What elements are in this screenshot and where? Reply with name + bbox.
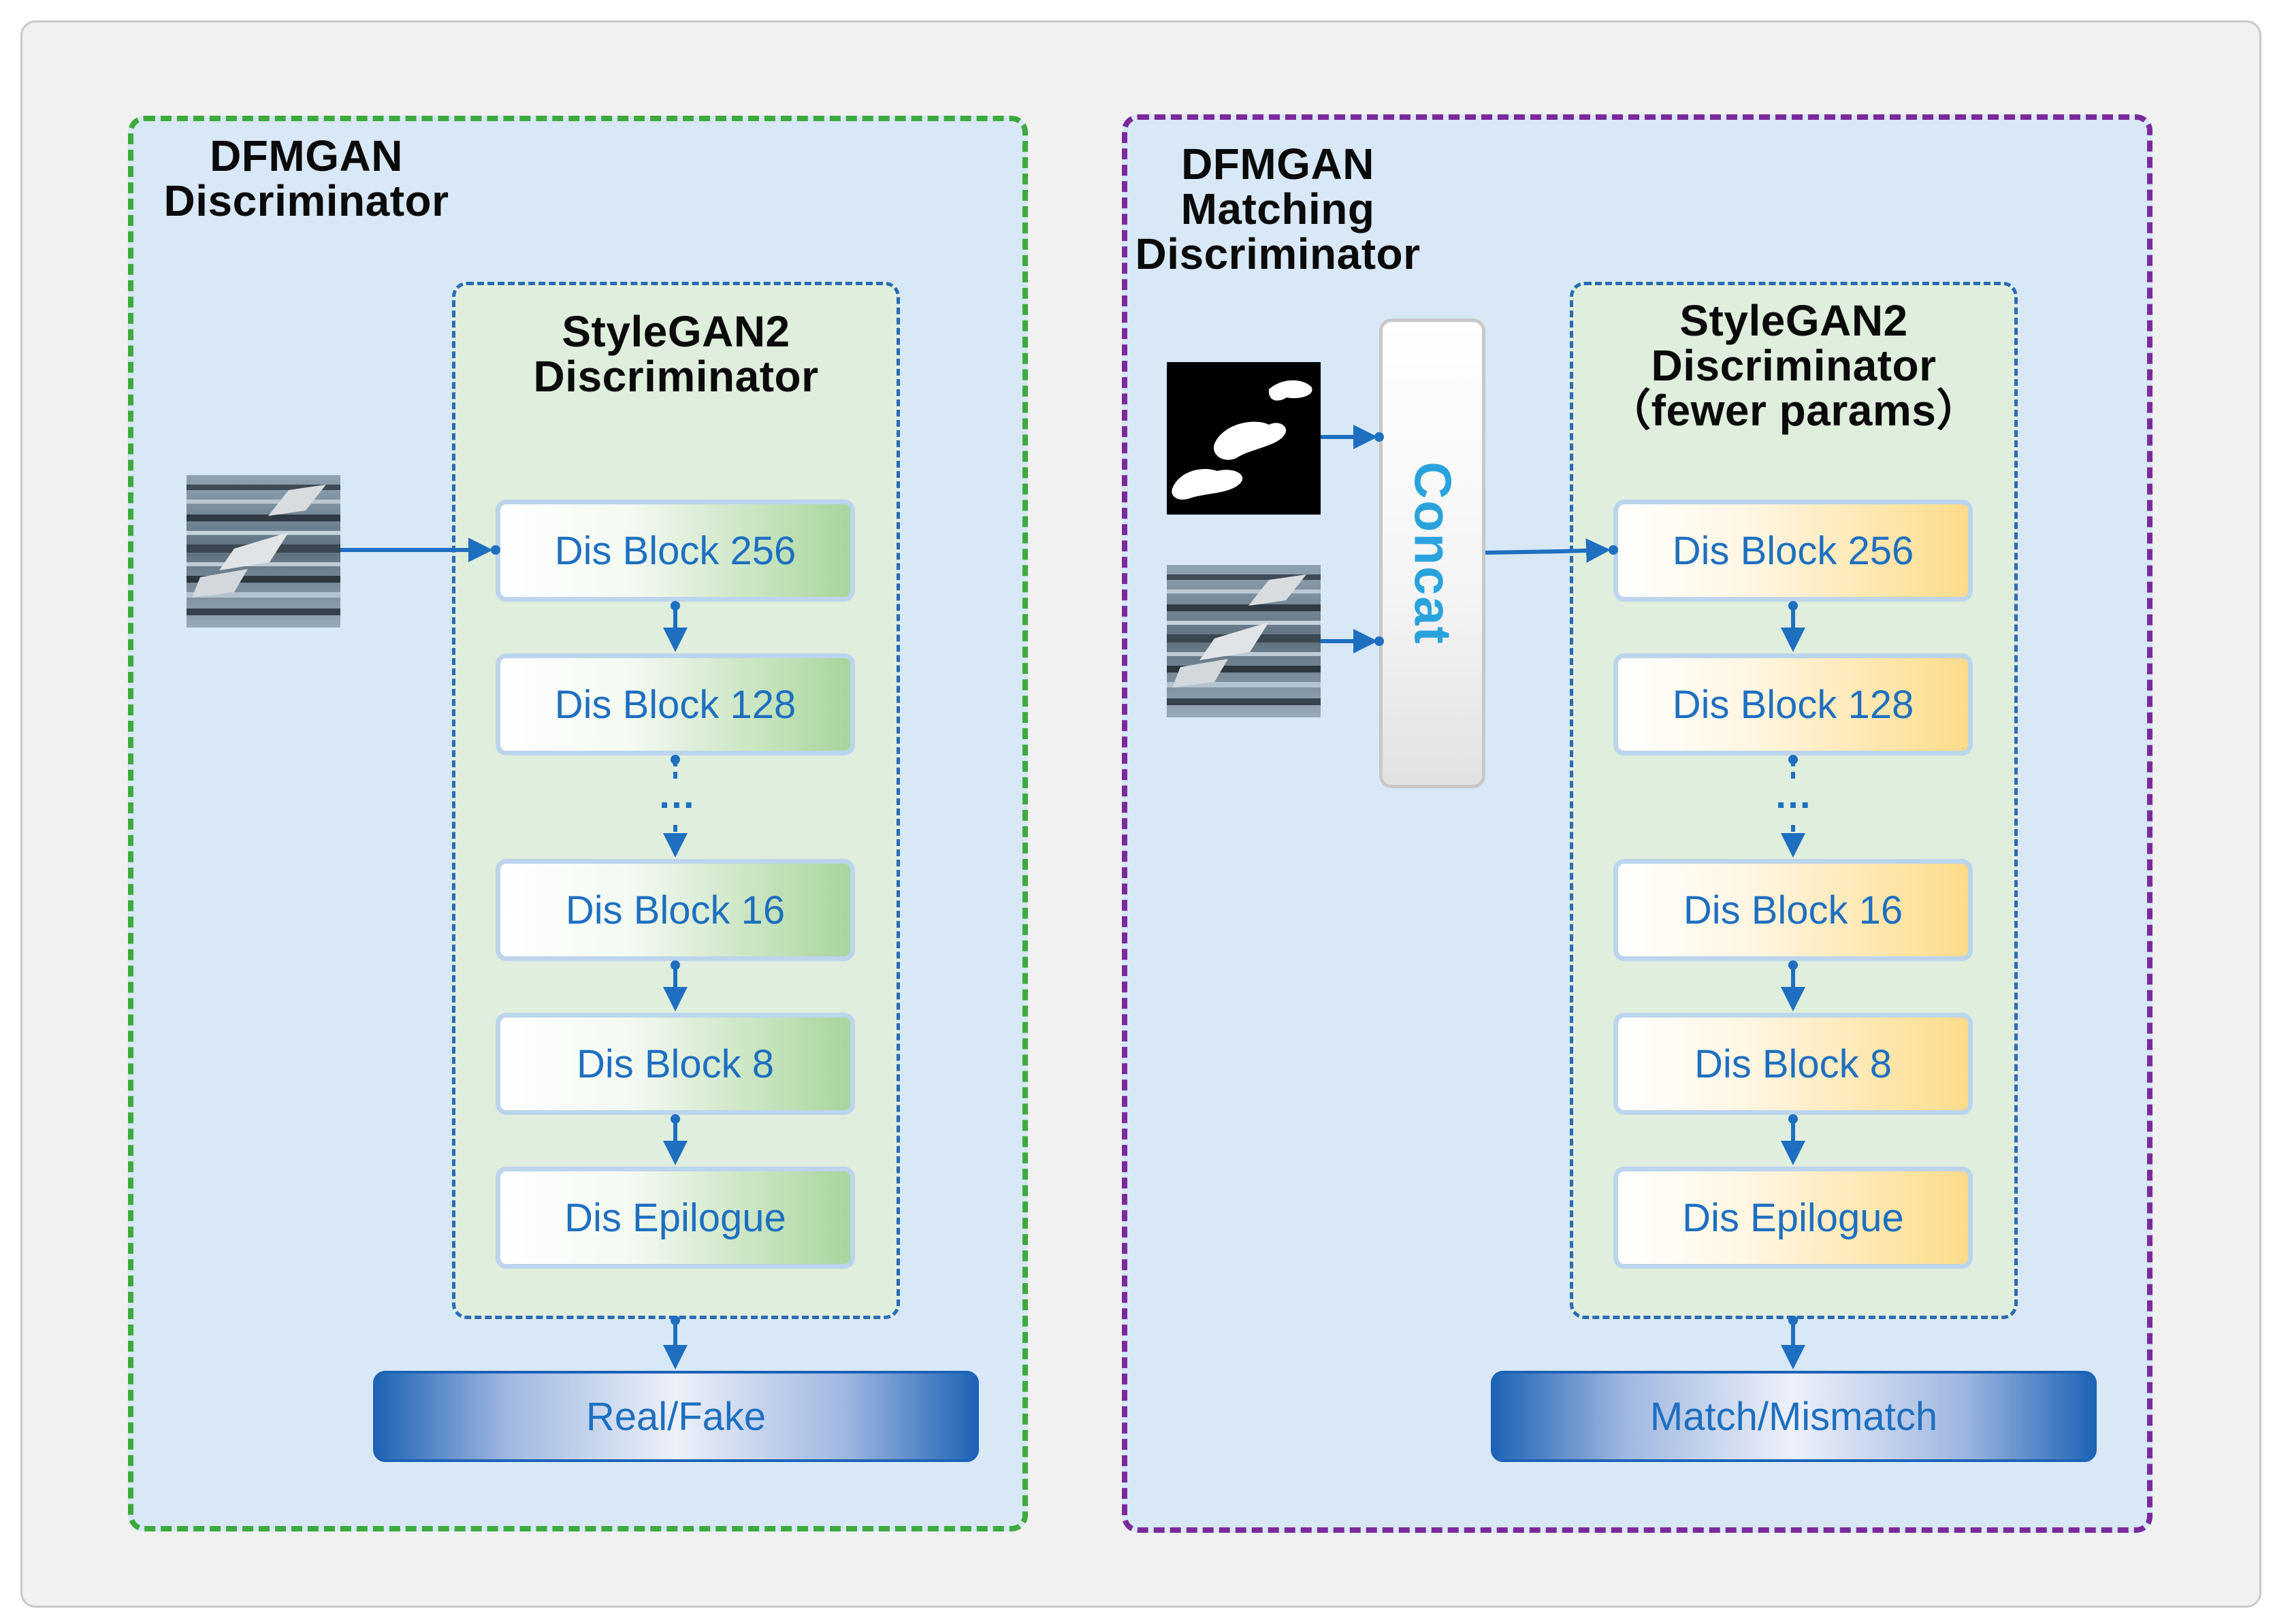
real-fake-output: Real/Fake bbox=[373, 1371, 979, 1462]
dis-block-8: Dis Block 8 bbox=[496, 1013, 855, 1115]
left-inner-title: StyleGAN2 Discriminator bbox=[452, 309, 900, 399]
dis-block-256-matching: Dis Block 256 bbox=[1613, 500, 1973, 602]
left-inner-title-line2: Discriminator bbox=[533, 352, 819, 401]
right-inner-title-line2: Discriminator bbox=[1651, 341, 1937, 390]
dis-epilogue: Dis Epilogue bbox=[496, 1167, 855, 1269]
dis-block-8-matching: Dis Block 8 bbox=[1613, 1013, 1973, 1115]
dis-epilogue-matching: Dis Epilogue bbox=[1613, 1167, 1973, 1269]
dis-block-16-matching: Dis Block 16 bbox=[1613, 859, 1973, 961]
right-inner-title-line1: StyleGAN2 bbox=[1679, 296, 1908, 345]
right-inner-title: StyleGAN2 Discriminator （fewer params） bbox=[1570, 298, 2018, 433]
match-mismatch-output: Match/Mismatch bbox=[1491, 1371, 2097, 1462]
defect-image-input-2 bbox=[1167, 565, 1321, 717]
dis-block-16: Dis Block 16 bbox=[496, 859, 855, 961]
right-panel-title: DFMGAN Matching Discriminator bbox=[1131, 142, 1424, 276]
concat-block: Concat bbox=[1379, 319, 1485, 788]
right-inner-title-line3: （fewer params） bbox=[1607, 386, 1980, 435]
left-inner-title-line1: StyleGAN2 bbox=[562, 307, 790, 356]
defect-mask-input bbox=[1167, 362, 1321, 515]
right-title-line2: Matching bbox=[1180, 184, 1375, 233]
right-title-line1: DFMGAN bbox=[1181, 140, 1374, 189]
dis-block-128-matching: Dis Block 128 bbox=[1613, 653, 1973, 756]
arrow-concat-to-block256 bbox=[1485, 538, 1611, 563]
left-title-line1: DFMGAN bbox=[210, 131, 403, 180]
left-title-line2: Discriminator bbox=[163, 176, 449, 225]
ellipsis: … bbox=[658, 773, 696, 816]
dis-block-256: Dis Block 256 bbox=[496, 500, 855, 602]
defect-image-input bbox=[187, 475, 340, 628]
right-title-line3: Discriminator bbox=[1135, 229, 1421, 278]
ellipsis-matching: … bbox=[1774, 773, 1812, 816]
dis-block-128: Dis Block 128 bbox=[496, 653, 855, 756]
left-panel-title: DFMGAN Discriminator bbox=[157, 133, 456, 223]
